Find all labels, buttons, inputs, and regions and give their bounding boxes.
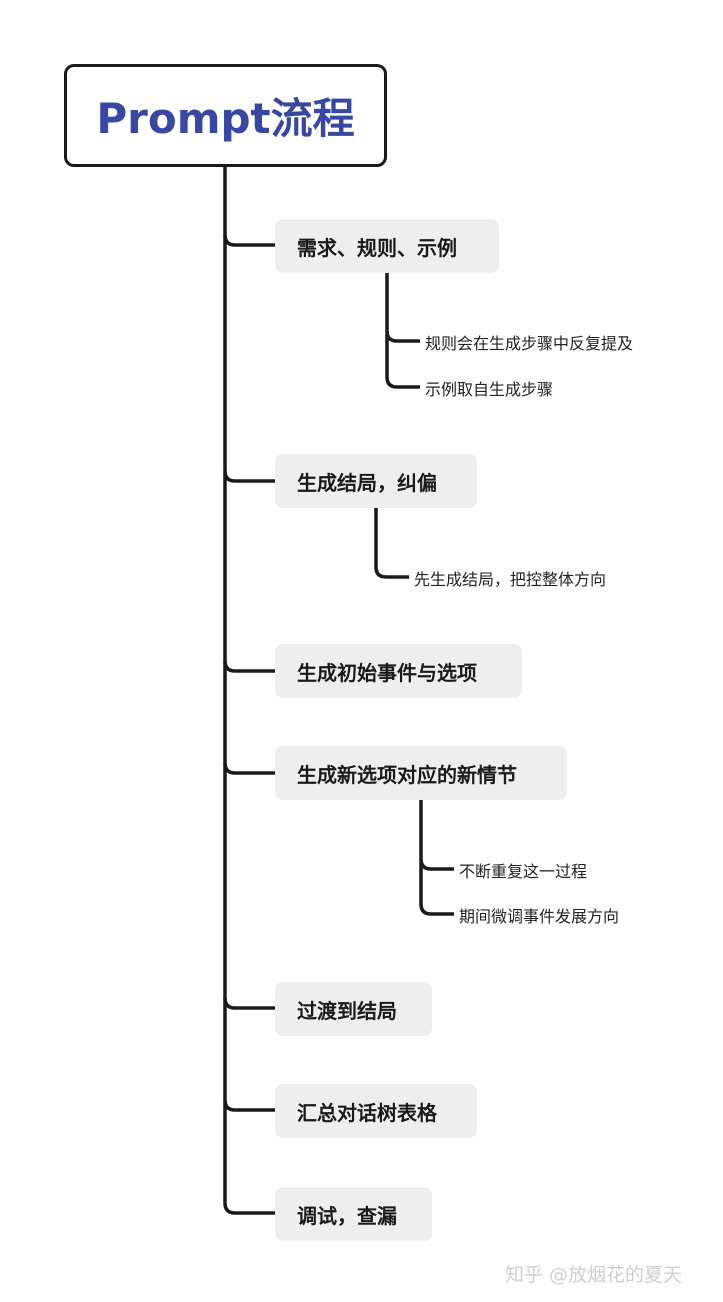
node-requirements[interactable]: 需求、规则、示例 xyxy=(275,219,499,273)
branch-1 xyxy=(223,234,275,247)
node-debug[interactable]: 调试，查漏 xyxy=(275,1187,432,1241)
leaf-repeat[interactable]: 不断重复这一过程 xyxy=(459,862,588,881)
leaf-adjust[interactable]: 期间微调事件发展方向 xyxy=(459,907,620,926)
sub-branch-1 xyxy=(385,273,420,389)
node-summary-table[interactable]: 汇总对话树表格 xyxy=(275,1084,477,1138)
watermark: 知乎 @放烟花的夏天 xyxy=(505,1264,683,1286)
branch-4 xyxy=(223,762,275,775)
root-node[interactable]: Prompt流程 xyxy=(64,64,387,167)
sub-branch-4 xyxy=(419,800,454,916)
branch-2 xyxy=(223,470,275,483)
root-title: Prompt流程 xyxy=(96,94,355,143)
node-new-plot[interactable]: 生成新选项对应的新情节 xyxy=(275,746,567,800)
leaf-examples[interactable]: 示例取自生成步骤 xyxy=(425,380,554,399)
node-transition[interactable]: 过渡到结局 xyxy=(275,982,432,1036)
node-initial-events[interactable]: 生成初始事件与选项 xyxy=(275,644,522,698)
trunk-line xyxy=(223,167,275,1215)
branch-3 xyxy=(223,660,275,673)
node-ending[interactable]: 生成结局，纠偏 xyxy=(275,454,477,508)
branch-6 xyxy=(223,1099,275,1112)
leaf-ending-first[interactable]: 先生成结局，把控整体方向 xyxy=(414,570,607,589)
leaf-rules[interactable]: 规则会在生成步骤中反复提及 xyxy=(425,334,634,353)
sub-branch-2 xyxy=(374,508,409,579)
branch-5 xyxy=(223,997,275,1010)
